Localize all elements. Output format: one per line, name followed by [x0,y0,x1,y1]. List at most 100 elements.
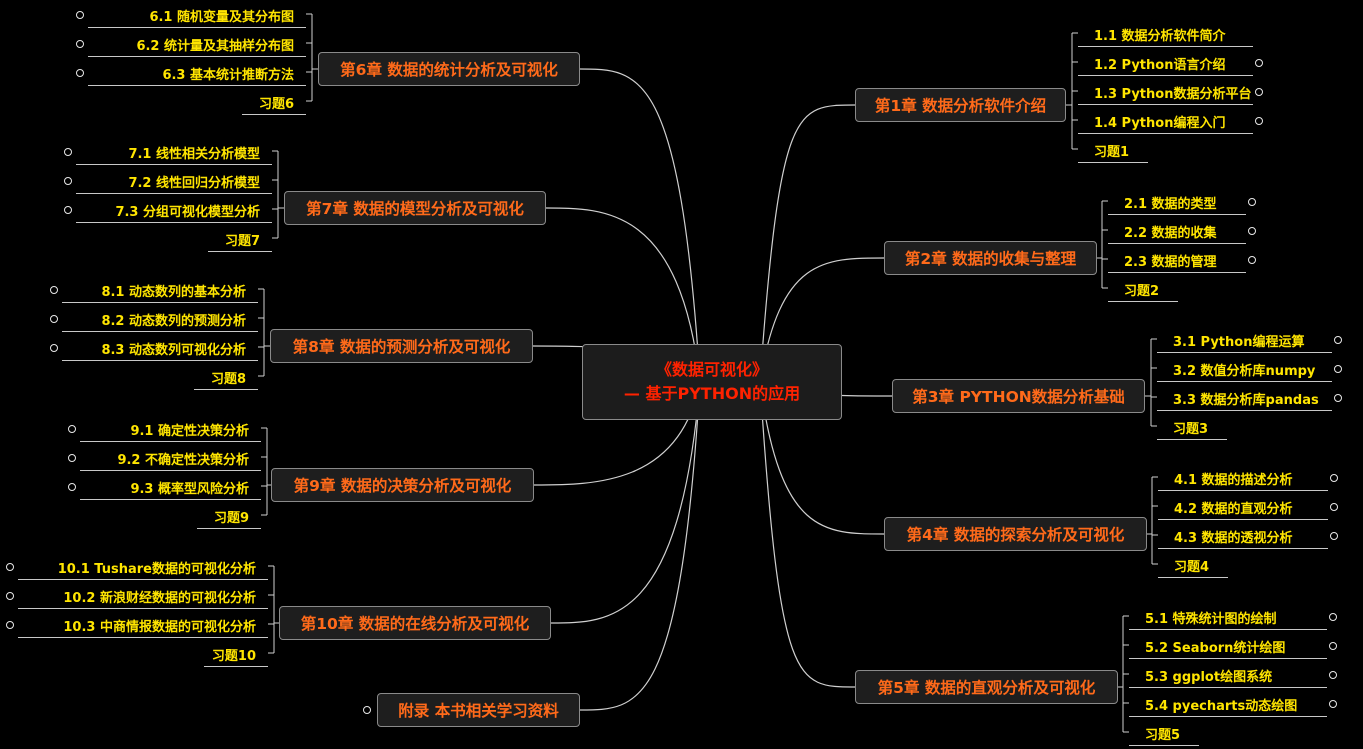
chapter-9-topic[interactable]: 第9章 数据的决策分析及可视化 [271,468,534,502]
chapter-1-item-5[interactable]: 习题1 [1078,135,1148,163]
chapter-7-item-4[interactable]: 习题7 [208,224,272,252]
chapter-5-item-5[interactable]: 习题5 [1129,718,1199,746]
expand-dot-icon[interactable] [68,425,76,433]
chapter-1-item-1-label: 1.1 数据分析软件简介 [1094,29,1226,44]
expand-dot-icon[interactable] [1330,503,1338,511]
chapter-3-topic[interactable]: 第3章 PYTHON数据分析基础 [892,379,1145,413]
expand-dot-icon[interactable] [1255,59,1263,67]
expand-dot-icon[interactable] [50,315,58,323]
expand-dot-icon[interactable] [68,454,76,462]
chapter-6-item-4-label: 习题6 [258,97,294,112]
chapter-8-item-3[interactable]: 8.3 动态数列可视化分析 [62,333,258,361]
expand-dot-icon[interactable] [1329,613,1337,621]
expand-dot-icon[interactable] [76,40,84,48]
chapter-10-item-3-label: 10.3 中商情报数据的可视化分析 [63,620,256,635]
chapter-9-item-4[interactable]: 习题9 [197,501,261,529]
chapter-9-item-1[interactable]: 9.1 确定性决策分析 [80,414,261,442]
chapter-2-item-4[interactable]: 习题2 [1108,274,1178,302]
chapter-3-item-1-label: 3.1 Python编程运算 [1173,335,1305,350]
edge-center-to-chapter-1 [759,104,856,383]
chapter-8-item-1[interactable]: 8.1 动态数列的基本分析 [62,275,258,303]
chapter-4-item-4[interactable]: 习题4 [1158,550,1228,578]
expand-dot-icon[interactable] [1329,700,1337,708]
chapter-1-item-2[interactable]: 1.2 Python语言介绍 [1078,48,1253,76]
chapter-5-item-4[interactable]: 5.4 pyecharts动态绘图 [1129,689,1327,717]
expand-dot-icon[interactable] [1329,642,1337,650]
chapter-10-topic[interactable]: 第10章 数据的在线分析及可视化 [279,606,551,640]
chapter-1-topic[interactable]: 第1章 数据分析软件介绍 [855,88,1066,122]
chapter-9-item-3-label: 9.3 概率型风险分析 [130,482,249,497]
expand-dot-icon[interactable] [1330,532,1338,540]
expand-dot-icon[interactable] [1255,117,1263,125]
chapter-5-item-2[interactable]: 5.2 Seaborn统计绘图 [1129,631,1327,659]
appendix-topic[interactable]: 附录 本书相关学习资料 [377,693,580,727]
chapter-7-item-2[interactable]: 7.2 线性回归分析模型 [76,166,272,194]
central-topic-title: 《数据可视化》 [655,360,768,379]
chapter-10-item-4[interactable]: 习题10 [204,639,268,667]
expand-dot-icon[interactable] [1330,474,1338,482]
chapter-5-item-1[interactable]: 5.1 特殊统计图的绘制 [1129,602,1327,630]
expand-dot-icon[interactable] [6,592,14,600]
chapter-8-item-4[interactable]: 习题8 [194,362,258,390]
expand-dot-icon[interactable] [1334,394,1342,402]
expand-dot-icon[interactable] [64,148,72,156]
chapter-1-item-4[interactable]: 1.4 Python编程入门 [1078,106,1253,134]
chapter-10-item-1[interactable]: 10.1 Tushare数据的可视化分析 [18,552,268,580]
expand-dot-icon[interactable] [50,286,58,294]
chapter-4-item-1[interactable]: 4.1 数据的描述分析 [1158,463,1328,491]
expand-dot-icon[interactable] [50,344,58,352]
chapter-8-item-4-label: 习题8 [210,372,246,387]
expand-dot-icon[interactable] [64,177,72,185]
expand-dot-icon[interactable] [1248,198,1256,206]
expand-dot-icon[interactable] [1255,88,1263,96]
chapter-3-item-2[interactable]: 3.2 数值分析库numpy [1157,354,1332,382]
chapter-4-item-3-label: 4.3 数据的透视分析 [1174,531,1293,546]
chapter-2-item-1[interactable]: 2.1 数据的类型 [1108,187,1246,215]
chapter-2-topic[interactable]: 第2章 数据的收集与整理 [884,241,1097,275]
chapter-6-item-1[interactable]: 6.1 随机变量及其分布图 [88,0,306,28]
chapter-9-item-2[interactable]: 9.2 不确定性决策分析 [80,443,261,471]
chapter-10-item-3[interactable]: 10.3 中商情报数据的可视化分析 [18,610,268,638]
central-topic[interactable]: 《数据可视化》 — 基于PYTHON的应用 [582,344,842,420]
chapter-10-item-2[interactable]: 10.2 新浪财经数据的可视化分析 [18,581,268,609]
expand-dot-icon[interactable] [76,11,84,19]
chapter-1-item-5-label: 习题1 [1094,145,1130,160]
chapter-5-item-1-label: 5.1 特殊统计图的绘制 [1145,612,1277,627]
expand-dot-icon[interactable] [64,206,72,214]
chapter-8-item-2[interactable]: 8.2 动态数列的预测分析 [62,304,258,332]
chapter-6-item-4[interactable]: 习题6 [242,87,306,115]
expand-dot-icon[interactable] [68,483,76,491]
expand-dot-icon[interactable] [1334,336,1342,344]
chapter-4-topic[interactable]: 第4章 数据的探索分析及可视化 [884,517,1147,551]
chapter-1-item-4-label: 1.4 Python编程入门 [1094,116,1226,131]
expand-dot-icon[interactable] [1248,256,1256,264]
chapter-6-item-2[interactable]: 6.2 统计量及其抽样分布图 [88,29,306,57]
chapter-8-topic[interactable]: 第8章 数据的预测分析及可视化 [270,329,533,363]
chapter-7-item-3[interactable]: 7.3 分组可视化模型分析 [76,195,272,223]
chapter-7-item-1[interactable]: 7.1 线性相关分析模型 [76,137,272,165]
expand-dot-icon[interactable] [6,563,14,571]
chapter-6-topic[interactable]: 第6章 数据的统计分析及可视化 [318,52,580,86]
chapter-7-item-2-label: 7.2 线性回归分析模型 [128,176,260,191]
expand-dot-icon[interactable] [1329,671,1337,679]
chapter-7-topic[interactable]: 第7章 数据的模型分析及可视化 [284,191,546,225]
chapter-3-item-4[interactable]: 习题3 [1157,412,1227,440]
chapter-4-item-2[interactable]: 4.2 数据的直观分析 [1158,492,1328,520]
chapter-5-item-3[interactable]: 5.3 ggplot绘图系统 [1129,660,1327,688]
chapter-6-item-3[interactable]: 6.3 基本统计推断方法 [88,58,306,86]
chapter-1-item-1[interactable]: 1.1 数据分析软件简介 [1078,19,1253,47]
chapter-3-item-3[interactable]: 3.3 数据分析库pandas [1157,383,1332,411]
chapter-4-item-3[interactable]: 4.3 数据的透视分析 [1158,521,1328,549]
chapter-3-item-1[interactable]: 3.1 Python编程运算 [1157,325,1332,353]
expand-dot-icon[interactable] [1248,227,1256,235]
chapter-5-topic[interactable]: 第5章 数据的直观分析及可视化 [855,670,1118,704]
expand-dot-icon[interactable] [76,69,84,77]
chapter-9-item-3[interactable]: 9.3 概率型风险分析 [80,472,261,500]
expand-dot-icon[interactable] [363,706,371,714]
chapter-2-item-2[interactable]: 2.2 数据的收集 [1108,216,1246,244]
chapter-1-item-3[interactable]: 1.3 Python数据分析平台 [1078,77,1253,105]
chapter-4-item-4-label: 习题4 [1174,560,1210,575]
chapter-2-item-3[interactable]: 2.3 数据的管理 [1108,245,1246,273]
expand-dot-icon[interactable] [1334,365,1342,373]
expand-dot-icon[interactable] [6,621,14,629]
